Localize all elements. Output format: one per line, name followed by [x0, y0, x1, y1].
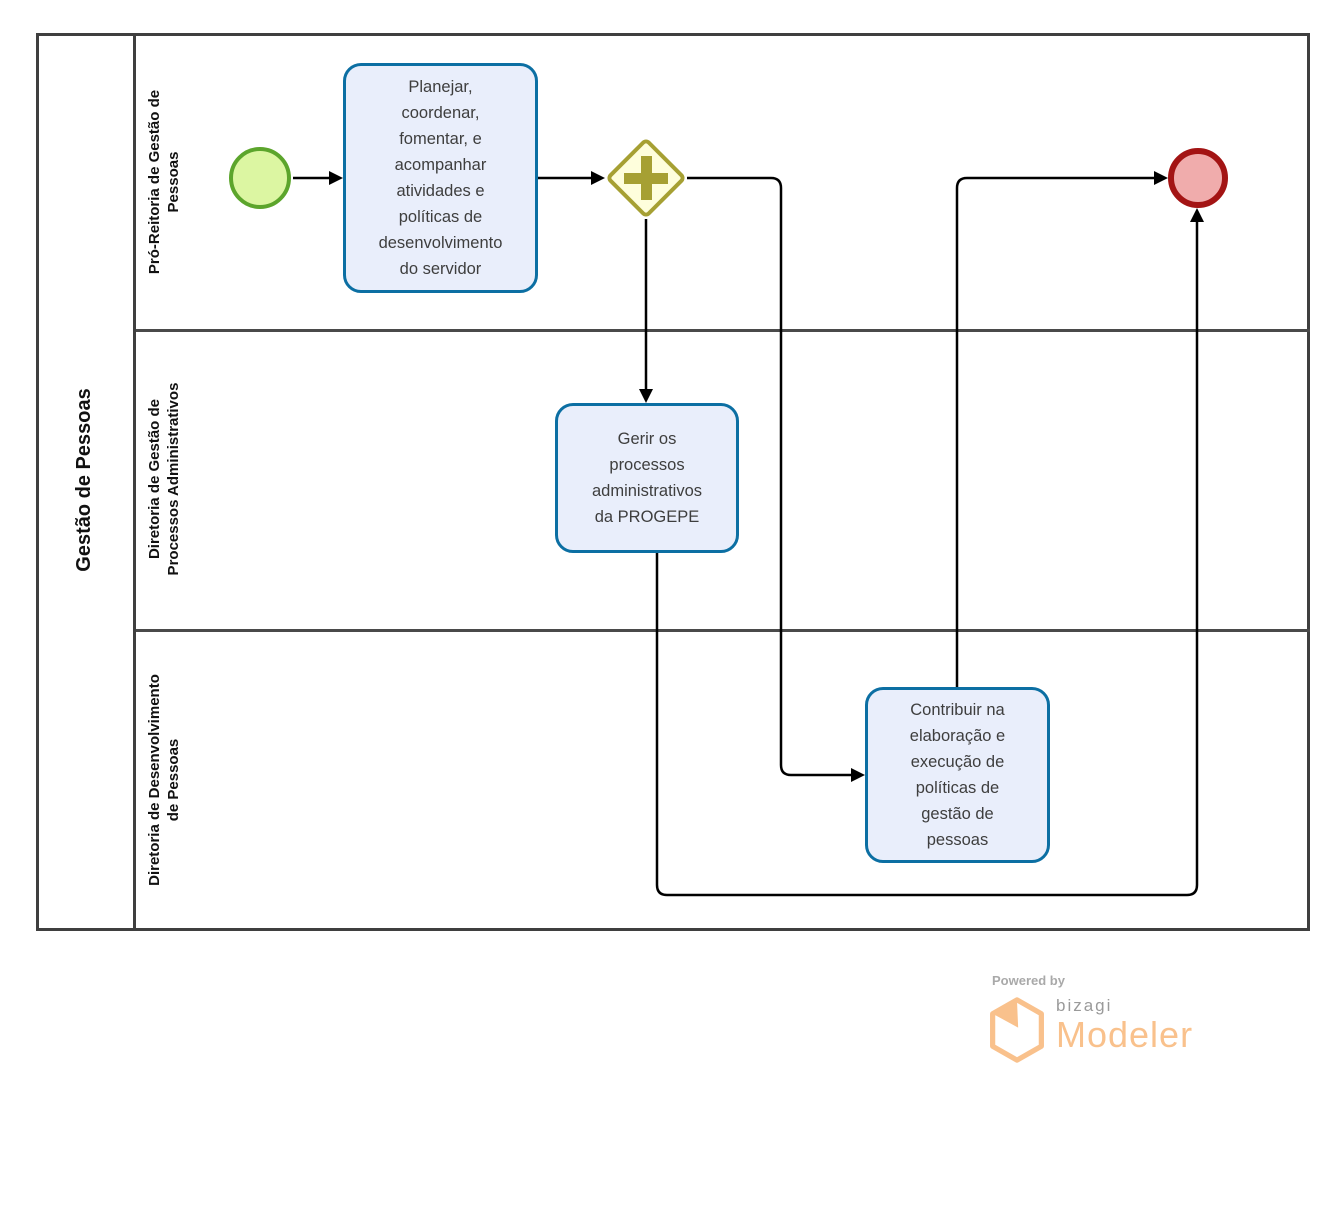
powered-by-text: Powered by	[992, 973, 1065, 988]
lane-label-diretoria-desenvolvimento: Diretoria de Desenvolvimento de Pessoas	[146, 674, 182, 886]
pool-title-divider	[133, 33, 136, 931]
bizagi-logo-icon	[990, 997, 1044, 1063]
task-label: Contribuir na elaboração e execução de p…	[909, 701, 1006, 849]
parallel-gateway-plus-icon	[624, 156, 668, 200]
task-contribuir-politicas: Contribuir na elaboração e execução de p…	[865, 687, 1050, 863]
lane-divider	[136, 629, 1310, 632]
modeler-wordmark: Modeler	[1056, 1014, 1194, 1055]
task-gerir-processos: Gerir os processos administrativos da PR…	[555, 403, 739, 553]
lane-label-diretoria-processos: Diretoria de Gestão de Processos Adminis…	[146, 382, 182, 576]
lane-label-pro-reitoria: Pró-Reitoria de Gestão de Pessoas	[146, 89, 182, 275]
task-label: Gerir os processos administrativos da PR…	[591, 430, 703, 526]
start-event	[229, 147, 291, 209]
pool-border	[36, 33, 1310, 931]
bizagi-branding: Powered by bizagi Modeler	[988, 973, 1248, 1064]
task-label: Planejar, coordenar, fomentar, e acompan…	[378, 78, 503, 278]
end-event	[1168, 148, 1228, 208]
lane-divider	[136, 329, 1310, 332]
task-planejar-coordenar: Planejar, coordenar, fomentar, e acompan…	[343, 63, 538, 293]
pool-title: Gestão de Pessoas	[73, 388, 95, 572]
bizagi-wordmark: bizagi	[1056, 996, 1113, 1015]
